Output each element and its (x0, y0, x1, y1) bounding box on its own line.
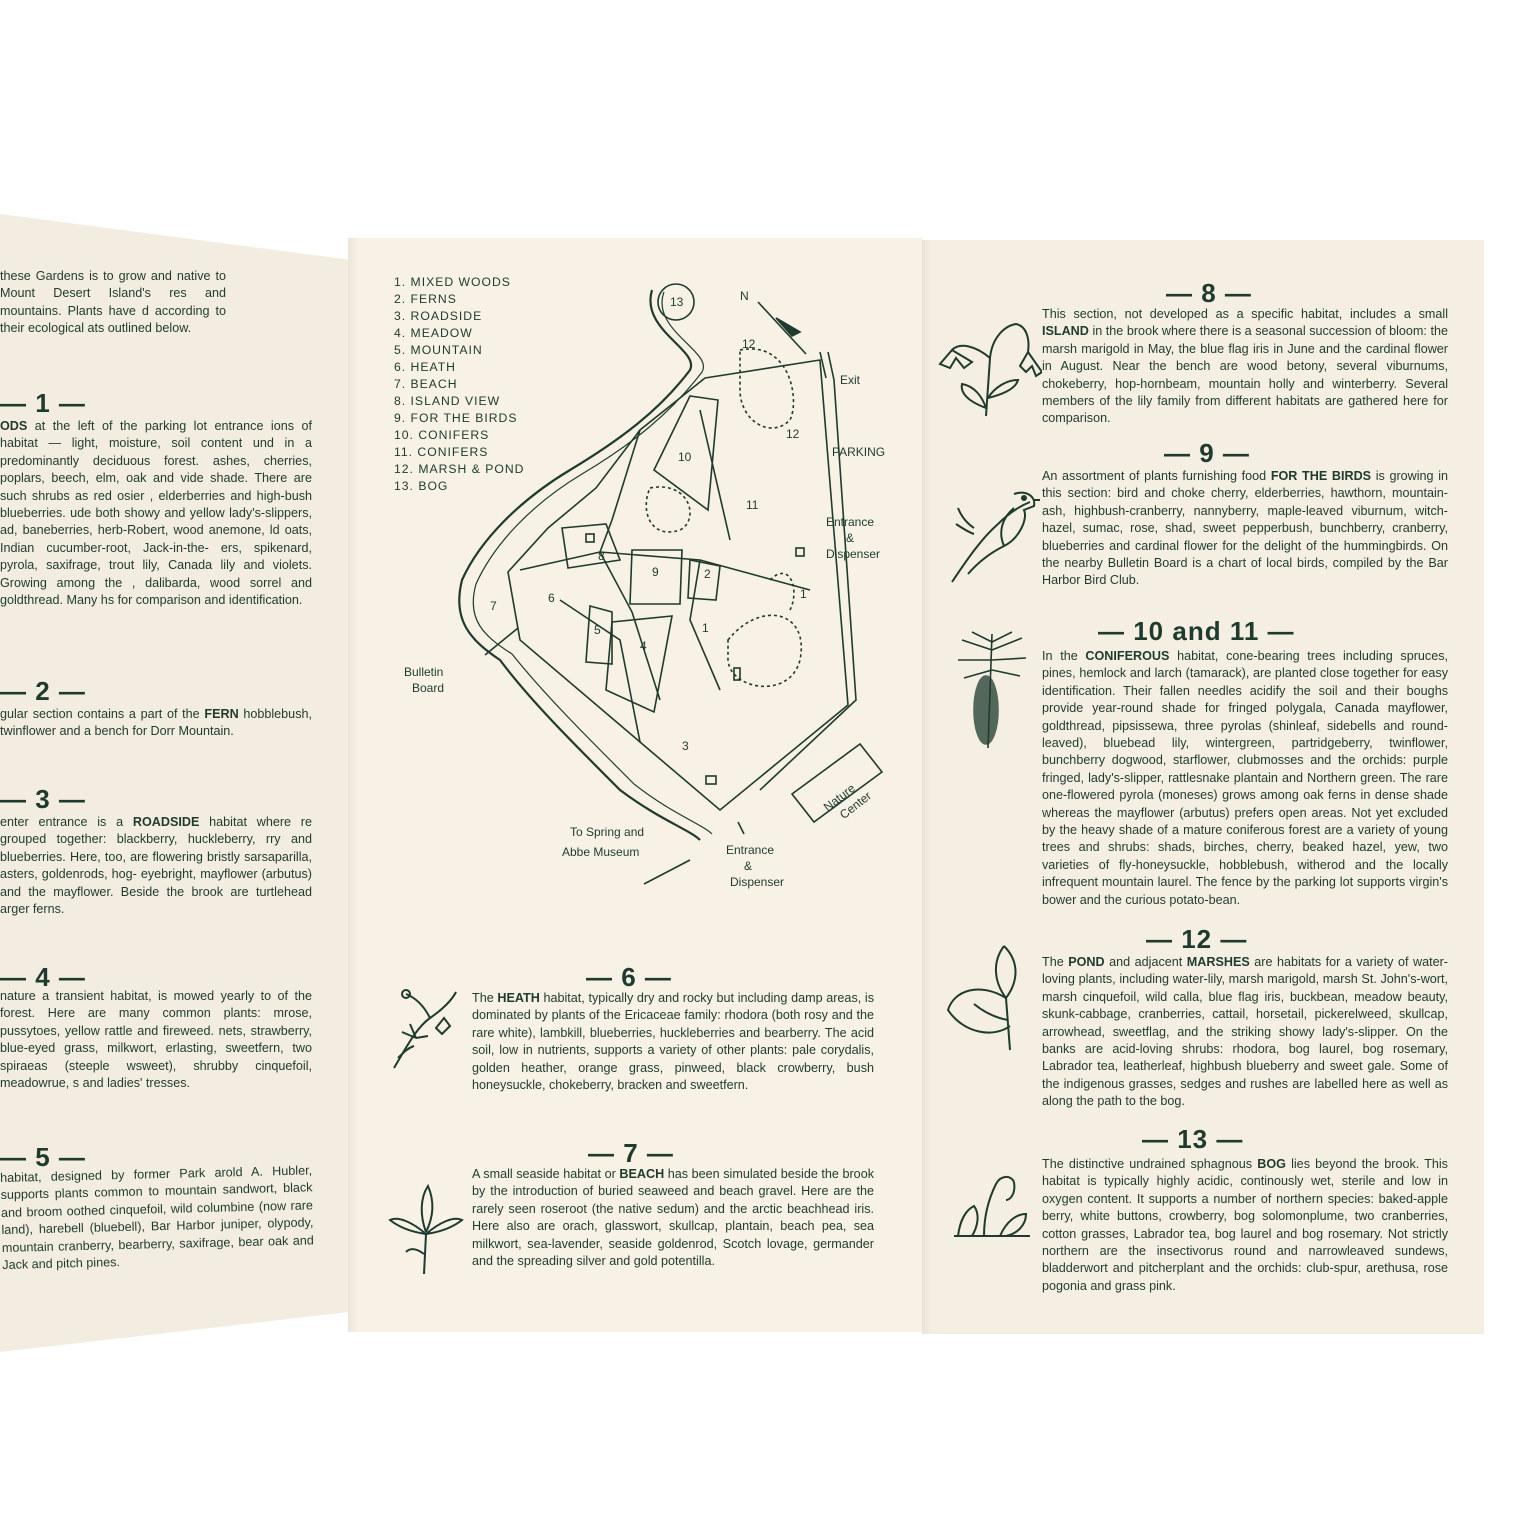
map-zone-1a: 1 (702, 621, 709, 635)
right-panel (922, 240, 1484, 1334)
lily-icon (938, 322, 1042, 417)
pine-branch-icon (958, 631, 1027, 749)
section-10-11-header: — 10 and 11 — (1098, 616, 1295, 646)
section-1-text: ODS at the left of the parking lot entra… (0, 419, 312, 608)
legend-item: 7. BEACH (394, 377, 458, 391)
map-entrance-bottom-1: Entrance (726, 843, 774, 857)
map-zone-6: 6 (548, 591, 555, 605)
section-2-text: gular section contains a part of the FER… (0, 707, 312, 739)
map-zone-4: 4 (640, 639, 647, 653)
legend-item: 12. MARSH & POND (394, 462, 525, 476)
map-zone-7: 7 (490, 599, 497, 613)
iris-icon (388, 1183, 464, 1275)
section-7-text: A small seaside habitat or BEACH has bee… (472, 1167, 874, 1269)
section-5-header: — 5 — (0, 1142, 86, 1172)
section-3-text: enter entrance is a ROADSIDE habitat whe… (0, 815, 312, 917)
map-entrance-top-1: Entrance (826, 515, 874, 529)
legend-item: 2. FERNS (394, 292, 457, 306)
legend-item: 8. ISLAND VIEW (394, 394, 501, 408)
map-zone-5: 5 (594, 623, 601, 637)
left-intro: these Gardens is to grow and native to M… (0, 269, 226, 336)
section-6-header: — 6 — (586, 962, 672, 992)
map-parking-label: PARKING (832, 445, 885, 459)
map-spring-2: Abbe Museum (562, 845, 639, 859)
garden-map: N Exit PARKING Entrance & Dispenser Bull… (404, 283, 885, 889)
section-9-text: An assortment of plants furnishing food … (1042, 469, 1449, 588)
map-exit-label: Exit (840, 373, 861, 387)
map-zone-12b: 12 (786, 427, 800, 441)
section-6-text: The HEATH habitat, typically dry and roc… (472, 991, 874, 1093)
calla-lily-icon (946, 945, 1017, 1051)
legend-item: 10. CONIFERS (394, 428, 490, 442)
map-north-label: N (740, 289, 749, 303)
map-entrance-top-3: Dispenser (826, 547, 880, 561)
map-zone-13: 13 (670, 295, 684, 309)
map-zone-8: 8 (598, 549, 605, 563)
section-13-header: — 13 — (1142, 1124, 1244, 1154)
legend-item: 4. MEADOW (394, 326, 473, 340)
legend-item: 5. MOUNTAIN (394, 343, 483, 357)
map-bulletin-1: Bulletin (404, 665, 443, 679)
map-entrance-bottom-3: Dispenser (730, 875, 784, 889)
section-3-header: — 3 — (0, 784, 86, 814)
map-zone-12: 12 (742, 337, 756, 351)
section-4-text: nature a transient habitat, is mowed yea… (0, 989, 312, 1091)
bird-icon (951, 491, 1040, 583)
section-10-11-text-a: In the CONIFEROUS habitat, cone-bearing … (1042, 649, 1448, 907)
left-panel (0, 214, 348, 1352)
map-zone-9: 9 (652, 565, 659, 579)
legend-item: 9. FOR THE BIRDS (394, 411, 518, 425)
legend-item: 3. ROADSIDE (394, 309, 483, 323)
map-zone-10: 10 (678, 450, 692, 464)
map-bulletin-2: Board (412, 681, 444, 695)
map-zone-1: 1 (800, 587, 807, 601)
legend-item: 13. BOG (394, 479, 449, 493)
heath-flower-icon (393, 989, 457, 1069)
section-4-header: — 4 — (0, 962, 86, 992)
section-2-header: — 2 — (0, 676, 86, 706)
section-9-header: — 9 — (1164, 438, 1250, 468)
pitcher-plant-icon (954, 1176, 1030, 1237)
map-entrance-bottom-2: & (744, 859, 752, 873)
map-zone-3: 3 (682, 739, 689, 753)
legend-item: 11. CONIFERS (394, 445, 489, 459)
section-1-header: — 1 — (0, 388, 86, 418)
section-8-text: This section, not developed as a specifi… (1042, 307, 1448, 426)
map-zone-2: 2 (704, 567, 711, 581)
legend-item: 6. HEATH (394, 360, 456, 374)
section-8-header: — 8 — (1166, 278, 1252, 308)
map-legend: 1. MIXED WOODS 2. FERNS 3. ROADSIDE 4. M… (394, 274, 524, 495)
legend-item: 1. MIXED WOODS (394, 275, 511, 289)
section-12-text: The POND and adjacent MARSHES are habita… (1042, 955, 1448, 1109)
map-entrance-top-2: & (846, 531, 854, 545)
map-spring-1: To Spring and (570, 825, 644, 839)
section-12-header: — 12 — (1146, 924, 1248, 954)
section-7-header: — 7 — (588, 1138, 674, 1168)
section-5-text: habitat, designed by former Park arold A… (0, 1163, 314, 1273)
map-zone-11: 11 (746, 498, 759, 512)
section-13-text: The distinctive undrained sphagnous BOG … (1042, 1157, 1448, 1293)
